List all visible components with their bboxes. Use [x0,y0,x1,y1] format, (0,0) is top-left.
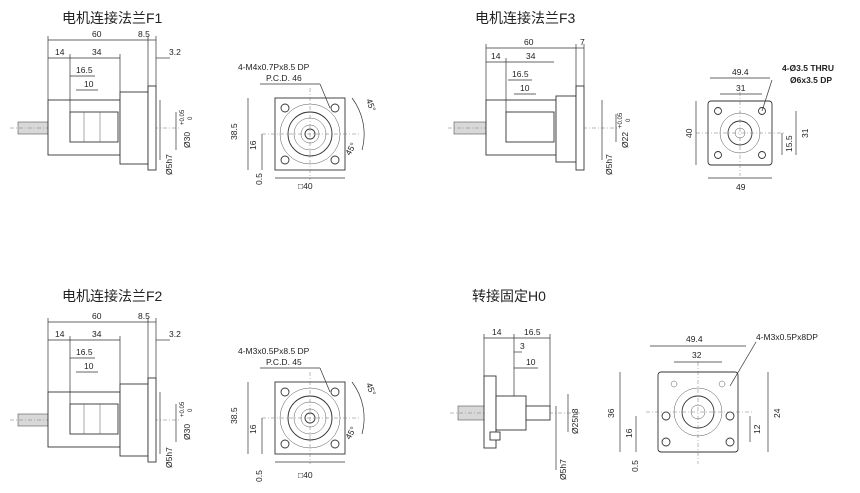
panel-title: 电机连接法兰F2 [62,288,163,304]
f3-drawing: 60 7 14 34 16.5 10 Ø5h7 Ø22 +0.05 0 [448,37,834,192]
h0-drawing: 14 16.5 3 10 Ø25h8 Ø5h7 4-M3x0.5 [450,327,818,480]
dim-d25h8: Ø25h8 [570,408,580,434]
dim-16-5: 16.5 [76,347,93,357]
dim-d5h7: Ø5h7 [558,459,568,480]
panel-h0: 转接固定H0 14 16.5 3 10 Ø25h8 Ø5h7 [420,246,860,493]
front-view [247,367,365,464]
dim-d30: Ø30 [182,424,192,440]
panel-title: 电机连接法兰F1 [62,10,163,26]
dim-tol: +0.05 [180,109,186,125]
panel-title: 转接固定H0 [472,288,546,304]
note-counterbore: Ø6x3.5 DP [790,75,832,85]
dim-40: 40 [684,128,694,138]
dim-16: 16 [248,140,258,150]
dim-d30: Ø30 [182,132,192,148]
panel-title: 电机连接法兰F3 [475,10,576,26]
dim-16-5: 16.5 [524,327,541,337]
dim-31: 31 [736,83,746,93]
dim-7: 7 [580,37,585,47]
dim-10: 10 [526,357,536,367]
dim-60: 60 [92,311,102,321]
panel-f1: 电机连接法兰F1 60 8 [0,0,420,246]
side-view [450,334,580,470]
dim-24: 24 [772,408,782,418]
dim-10: 10 [84,361,94,371]
dim-49: 49 [736,182,746,192]
dim-d5h7: Ø5h7 [164,447,174,468]
side-view [10,36,180,171]
dim-3-2: 3.2 [169,329,181,339]
angle-45-a: 45° [364,381,378,397]
dim-0-5: 0.5 [630,460,640,472]
front-view [619,341,769,464]
angle-45-a: 45° [364,97,378,113]
dim-31-v: 31 [800,128,810,138]
note-holes: 4-Ø3.5 THRU [782,63,834,73]
dim-d22: Ø22 [620,132,630,148]
panel-f3: 电机连接法兰F3 60 7 14 34 16.5 10 Ø5h7 [420,0,860,246]
dim-0-5: 0.5 [254,173,264,185]
dim-8-5: 8.5 [138,29,150,39]
side-view [448,44,620,171]
note-thread: 4-M3x0.5Px8DP [756,332,818,342]
dim-tol0: 0 [188,408,194,412]
dim-sq40: □40 [298,470,313,480]
note-pcd: P.C.D. 45 [266,357,302,367]
dim-32: 32 [692,350,702,360]
dim-tol0: 0 [626,118,632,122]
dim-36: 36 [606,408,616,418]
panel-f2: 电机连接法兰F2 60 8.5 14 [0,246,420,493]
note-thread: 4-M3x0.5Px8.5 DP [238,346,310,356]
dim-10: 10 [84,79,94,89]
dim-38-5: 38.5 [229,407,239,424]
dim-49-4: 49.4 [732,67,749,77]
dim-16: 16 [248,424,258,434]
dim-d5h7: Ø5h7 [604,154,614,175]
dim-16-5: 16.5 [76,65,93,75]
dim-34: 34 [526,51,536,61]
side-view [10,318,180,463]
note-thread: 4-M4x0.7Px8.5 DP [238,62,310,72]
dim-16-5: 16.5 [512,69,529,79]
dim-15-5: 15.5 [784,135,794,152]
dim-38-5: 38.5 [229,123,239,140]
dim-14: 14 [55,329,65,339]
dim-60: 60 [524,37,534,47]
dim-sq40: □40 [298,181,313,191]
dim-14: 14 [491,51,501,61]
f2-drawing: 60 8.5 14 34 3.2 16.5 10 Ø5h7 Ø30 +0.05 … [10,311,378,482]
dim-12: 12 [752,424,762,434]
note-pcd: P.C.D. 46 [266,73,302,83]
dim-10: 10 [520,83,530,93]
dim-16: 16 [624,428,634,438]
dim-34: 34 [92,47,102,57]
dim-0-5: 0.5 [254,470,264,482]
dim-tol0: 0 [188,116,194,120]
dim-34: 34 [92,329,102,339]
dim-14: 14 [492,327,502,337]
dim-3-2: 3.2 [169,47,181,57]
f1-drawing: 60 8.5 14 34 3.2 16.5 10 Ø5h7 Ø30 +0.05 … [10,29,378,191]
dim-49-4: 49.4 [686,334,703,344]
dim-60: 60 [92,29,102,39]
dim-8-5: 8.5 [138,311,150,321]
dim-tol: +0.05 [180,401,186,417]
front-view [695,77,797,179]
dim-d5h7: Ø5h7 [164,154,174,175]
dim-14: 14 [55,47,65,57]
dim-tol: +0.05 [618,112,624,128]
front-view [247,83,365,180]
dim-3: 3 [520,341,525,351]
